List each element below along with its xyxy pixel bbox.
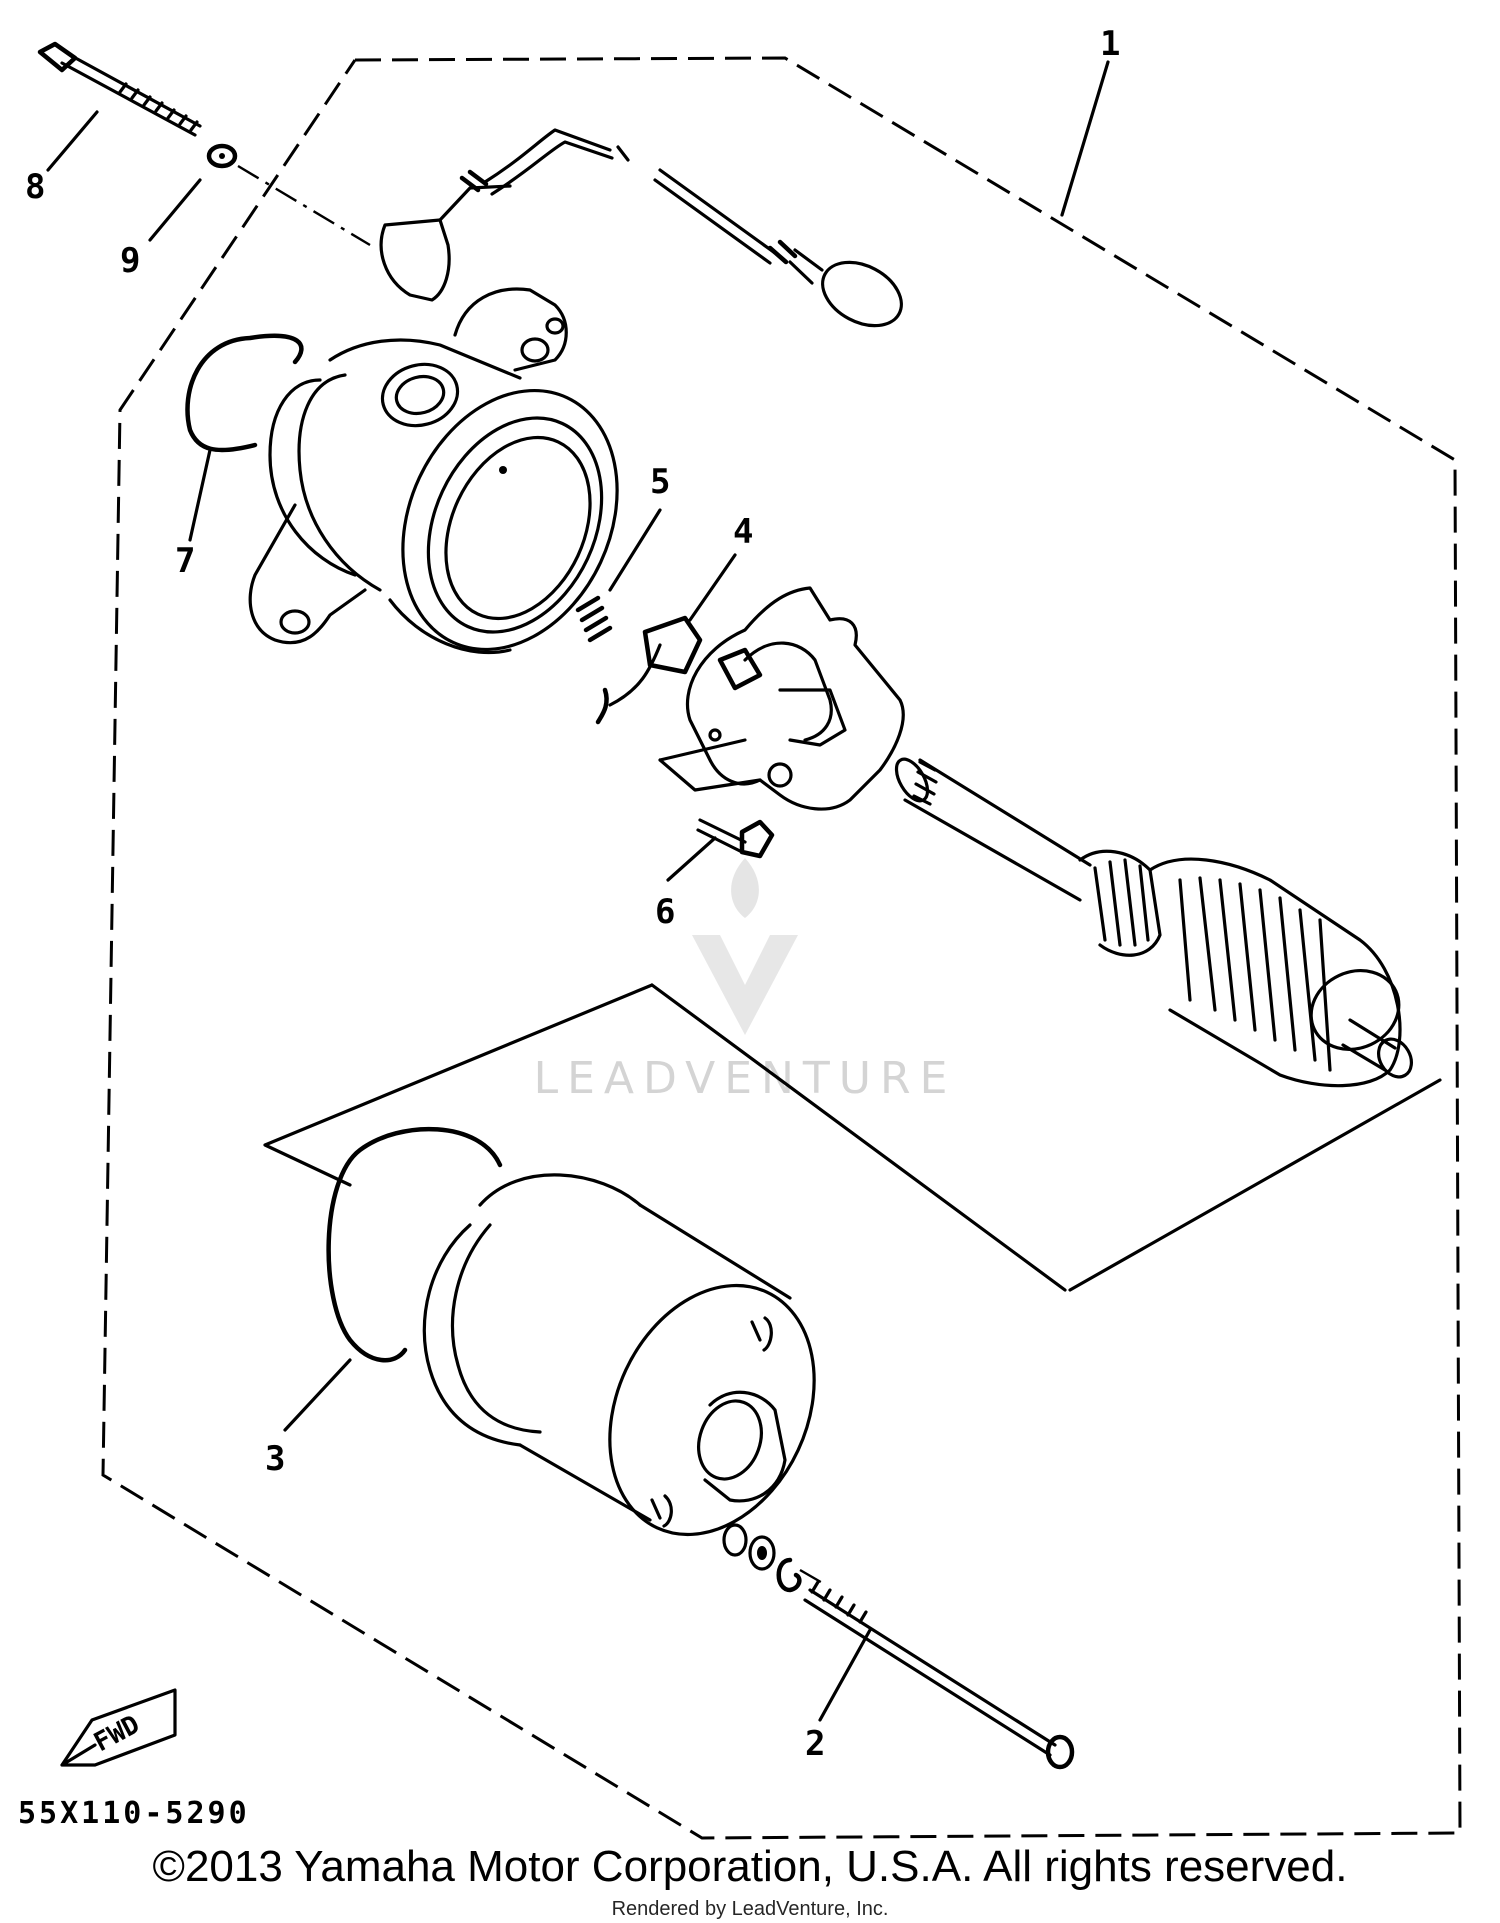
part-6-screw [696, 818, 775, 859]
callout-8: 8 [25, 167, 45, 207]
center-line-lower [799, 1568, 827, 1587]
leadventure-watermark: LEADVENTURE [534, 858, 957, 1104]
yoke-motor-body [422, 1173, 816, 1537]
watermark-flame-icon [731, 858, 759, 918]
callout-3: 3 [265, 1439, 285, 1479]
callout-5-leader [608, 508, 662, 592]
part-5-spring [575, 595, 613, 643]
callout-5: 5 [650, 462, 670, 502]
diagram-part-code: 55X110-5290 [18, 1796, 250, 1831]
front-cover-housing [248, 287, 619, 655]
lead-wire-and-terminal [379, 128, 903, 328]
armature [894, 757, 1413, 1088]
part-9-washer [206, 143, 238, 169]
callout-7: 7 [175, 541, 195, 581]
callout-2-leader [818, 1628, 872, 1722]
callout-2: 2 [805, 1724, 825, 1764]
brush-holder-plate [658, 586, 905, 811]
assembly-boundary [101, 56, 1462, 1840]
copyright-notice: ©2013 Yamaha Motor Corporation, U.S.A. A… [152, 1842, 1348, 1891]
callout-9-leader [148, 178, 202, 242]
callout-7-leader [188, 448, 212, 542]
callout-8-leader [46, 110, 99, 172]
part-8-bolt [37, 41, 202, 137]
callout-6-leader [666, 836, 717, 882]
part-2-through-bolt [803, 1580, 1075, 1770]
yoke-reference-outline [263, 983, 1442, 1292]
watermark-text: LEADVENTURE [534, 1053, 957, 1104]
part-7-o-ring-upper [185, 333, 304, 453]
part-4-brush [595, 615, 703, 725]
callout-4-leader [688, 553, 737, 622]
callout-4: 4 [733, 512, 753, 552]
part-2-washers [722, 1523, 802, 1593]
part-3-o-ring-lower [326, 1126, 503, 1363]
fwd-arrow-icon: FWD [60, 1688, 177, 1767]
callout-9: 9 [120, 241, 140, 281]
callout-1: 1 [1100, 24, 1120, 64]
rendered-by-notice: Rendered by LeadVenture, Inc. [611, 1898, 889, 1920]
watermark-v-logo-icon [692, 935, 798, 1035]
callout-1-leader [1060, 60, 1110, 217]
center-line-upper [237, 164, 371, 247]
callout-6: 6 [655, 892, 675, 932]
callout-3-leader [283, 1358, 352, 1432]
